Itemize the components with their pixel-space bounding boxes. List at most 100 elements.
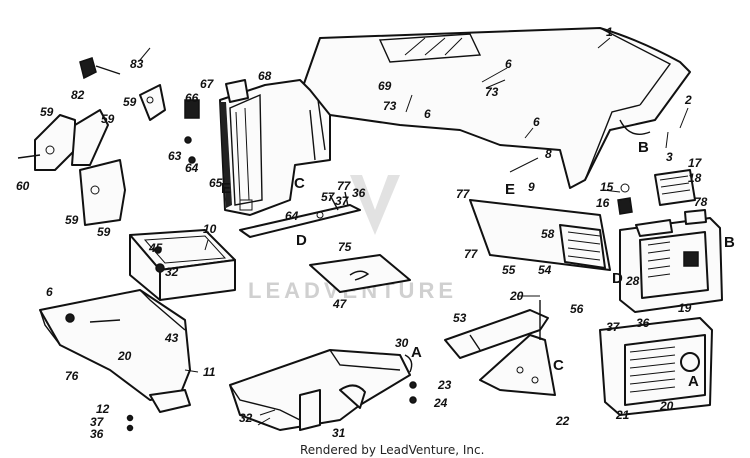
- battery-tray: [129, 229, 236, 301]
- callout-19: 19: [678, 301, 692, 315]
- callouts: 1 2 3 6 6 6 6 8 9 10 11 12 15 16 17 18 1…: [16, 25, 708, 441]
- callout-53: 53: [453, 311, 467, 325]
- callout-59: 59: [40, 105, 54, 119]
- callout-11: 11: [203, 365, 216, 379]
- callout-64: 64: [285, 209, 299, 223]
- callout-36: 36: [352, 186, 366, 200]
- grille-21: [599, 317, 713, 416]
- bracket-22: [479, 300, 556, 396]
- callout-32: 32: [239, 411, 253, 425]
- credit-text: Rendered by LeadVenture, Inc.: [300, 443, 484, 457]
- callout-68: 68: [258, 69, 272, 83]
- callout-78: 78: [694, 195, 708, 209]
- dash-switches: [184, 79, 249, 164]
- ref-letter-b: B: [638, 139, 649, 156]
- callout-45: 45: [148, 241, 163, 255]
- callout-60: 60: [16, 179, 30, 193]
- switch-brackets: [17, 109, 126, 226]
- callout-59: 59: [97, 225, 111, 239]
- callout-55: 55: [502, 263, 516, 277]
- ref-letter-e: E: [221, 180, 231, 197]
- ref-letter-a: A: [411, 344, 422, 361]
- panel-55: [469, 199, 611, 271]
- callout-20: 20: [117, 349, 132, 363]
- callout-20: 20: [659, 399, 674, 413]
- callout-58: 58: [541, 227, 555, 241]
- callout-17: 17: [688, 156, 703, 170]
- ref-letter-d: D: [296, 232, 307, 249]
- callout-28: 28: [625, 274, 640, 288]
- callout-3: 3: [666, 150, 673, 164]
- callout-57: 57: [321, 190, 336, 204]
- callout-12: 12: [96, 402, 110, 416]
- callout-6: 6: [424, 107, 431, 121]
- fender-76: [39, 289, 191, 401]
- callout-67: 67: [200, 77, 215, 91]
- callout-18: 18: [688, 171, 702, 185]
- callout-65: 65: [209, 176, 223, 190]
- callout-66: 66: [185, 91, 199, 105]
- callout-82: 82: [71, 88, 85, 102]
- callout-22: 22: [555, 414, 570, 428]
- callout-1: 1: [606, 25, 613, 39]
- callout-31: 31: [332, 426, 346, 440]
- headlight-17: [654, 169, 696, 206]
- callout-6: 6: [46, 285, 53, 299]
- frame-31: [229, 349, 411, 431]
- lamp-socket-16: [617, 183, 633, 215]
- grille-upper: [619, 209, 723, 313]
- hardware-30: [404, 354, 417, 404]
- callout-32: 32: [165, 265, 179, 279]
- callout-37: 37: [90, 415, 105, 429]
- reference-letters: A A B B C C D D E E: [221, 139, 735, 390]
- callout-8: 8: [545, 147, 552, 161]
- callout-6: 6: [533, 115, 540, 129]
- callout-75: 75: [338, 240, 352, 254]
- callout-43: 43: [164, 331, 179, 345]
- callout-9: 9: [528, 180, 535, 194]
- callout-59: 59: [101, 112, 115, 126]
- dash-panel: [219, 79, 331, 216]
- ignition-switch: [79, 57, 166, 121]
- leader-lines: [139, 37, 689, 426]
- callout-63: 63: [168, 149, 182, 163]
- callout-77: 77: [337, 179, 352, 193]
- callout-59: 59: [123, 95, 137, 109]
- ref-letter-d: D: [612, 270, 623, 287]
- callout-21: 21: [615, 408, 630, 422]
- callout-20: 20: [509, 289, 524, 303]
- callout-77: 77: [464, 247, 479, 261]
- hood: [299, 27, 691, 189]
- hitch-plate: [126, 389, 191, 432]
- callout-54: 54: [538, 263, 552, 277]
- callout-69: 69: [378, 79, 392, 93]
- callout-47: 47: [332, 297, 348, 311]
- ref-letter-c: C: [553, 357, 564, 374]
- callout-64: 64: [185, 161, 199, 175]
- callout-30: 30: [395, 336, 409, 350]
- plate-47: [309, 254, 411, 293]
- callout-2: 2: [684, 93, 692, 107]
- callout-10: 10: [203, 222, 217, 236]
- callout-16: 16: [596, 196, 610, 210]
- ref-letter-b: B: [724, 234, 735, 251]
- callout-76: 76: [65, 369, 79, 383]
- callout-6: 6: [505, 57, 512, 71]
- callout-77: 77: [456, 187, 471, 201]
- callout-73: 73: [383, 99, 397, 113]
- bracket-53: [444, 309, 549, 359]
- ref-letter-c: C: [294, 175, 305, 192]
- callout-59: 59: [65, 213, 79, 227]
- ref-letter-e: E: [505, 181, 515, 198]
- callout-73: 73: [485, 85, 499, 99]
- callout-24: 24: [433, 396, 448, 410]
- callout-36: 36: [90, 427, 104, 441]
- callout-36: 36: [636, 316, 650, 330]
- callout-37: 37: [606, 320, 621, 334]
- callout-15: 15: [600, 180, 614, 194]
- callout-37: 37: [335, 194, 350, 208]
- callout-83: 83: [130, 57, 144, 71]
- callout-56: 56: [570, 302, 584, 316]
- callout-23: 23: [437, 378, 452, 392]
